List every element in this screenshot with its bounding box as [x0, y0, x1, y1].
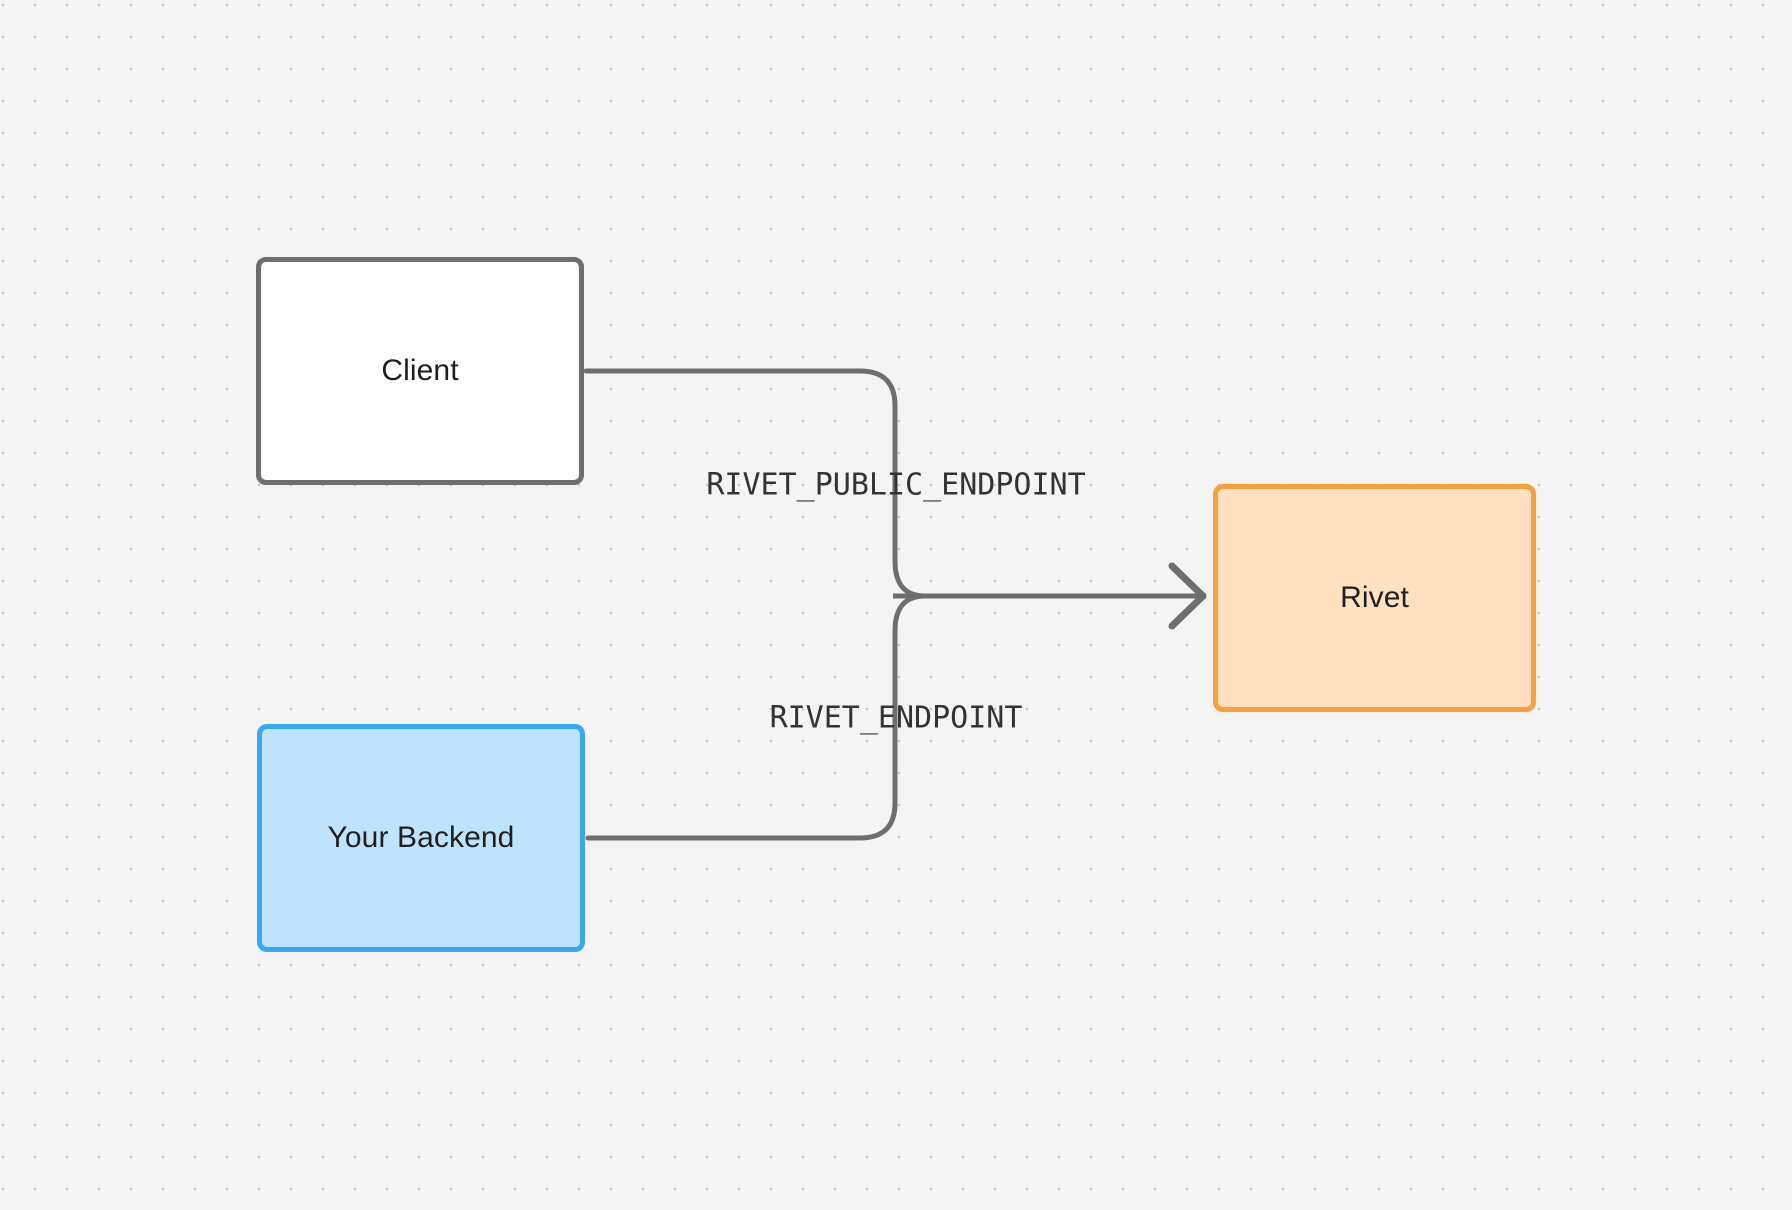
edge-label-rivet-public-endpoint: RIVET_PUBLIC_ENDPOINT: [706, 467, 1086, 503]
edge-path-client-to-rivet: [583, 368, 928, 599]
node-backend[interactable]: Your Backend: [257, 724, 585, 952]
arrowhead-icon: [1168, 562, 1207, 630]
node-backend-label: Your Backend: [327, 820, 515, 854]
node-rivet-label: Rivet: [1340, 580, 1409, 614]
edge-label-rivet-endpoint: RIVET_ENDPOINT: [769, 700, 1023, 736]
node-rivet[interactable]: Rivet: [1213, 484, 1536, 712]
node-client-label: Client: [381, 353, 459, 387]
edge-path-backend-to-rivet: [585, 593, 928, 841]
node-client[interactable]: Client: [256, 257, 584, 485]
